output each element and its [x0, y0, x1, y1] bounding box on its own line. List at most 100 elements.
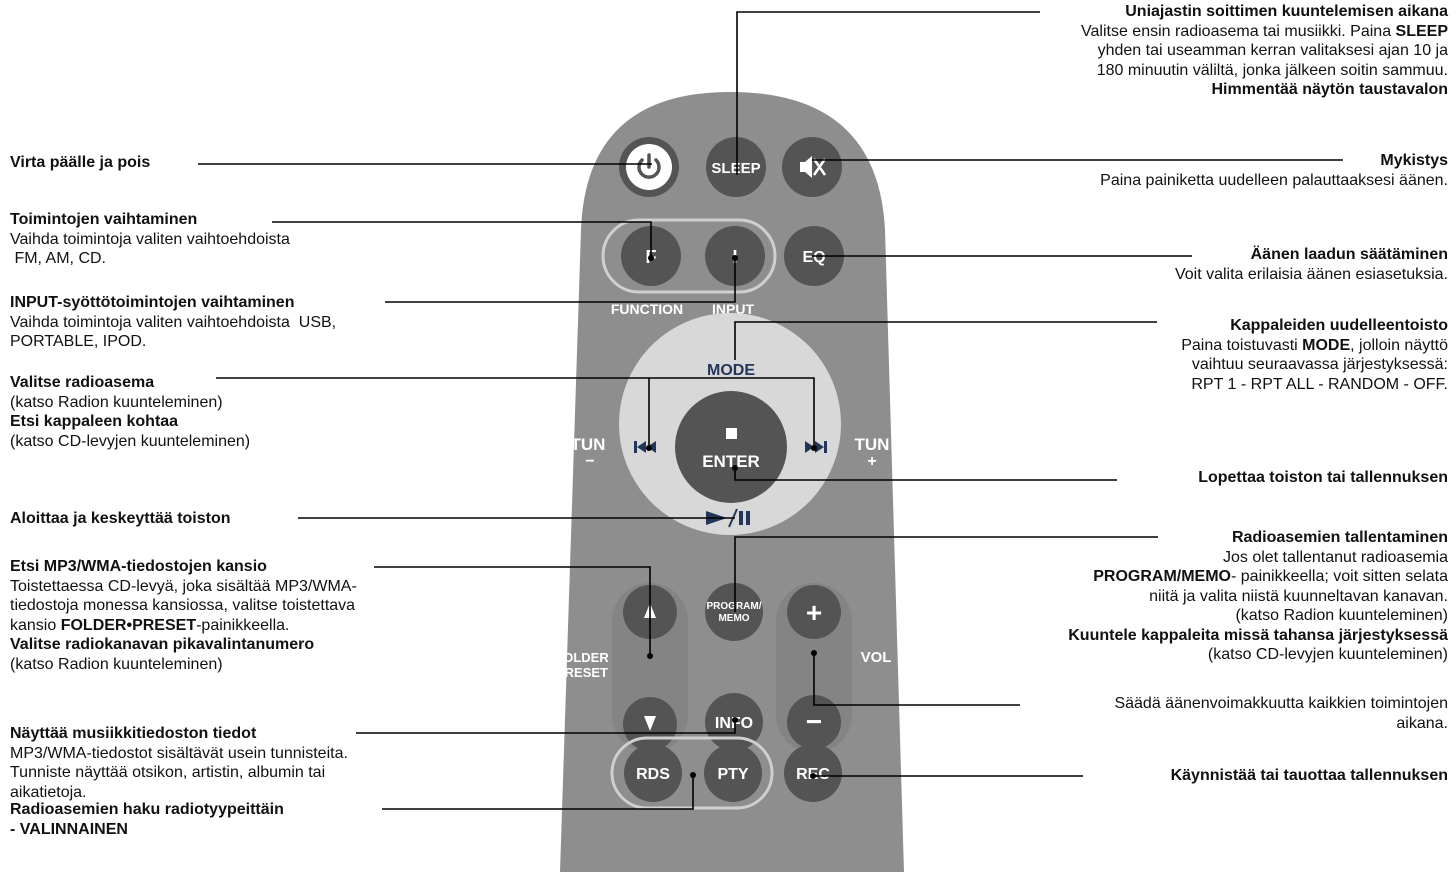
skip-next-icon — [805, 441, 827, 453]
annotation-eq-line1: Voit valita erilaisia äänen esiasetuksia… — [1174, 265, 1448, 283]
annotation-info-title: Näyttää musiikkitiedoston tiedot — [10, 725, 257, 742]
volume-up-button[interactable]: + — [787, 585, 841, 639]
annotation-info-line3: aikatietoja. — [10, 783, 87, 801]
program-memo-button[interactable]: PROGRAM/ MEMO — [705, 583, 763, 641]
annotation-mode-line1: Paina toistuvasti MODE, jolloin näyttö — [1181, 336, 1448, 354]
annotation-input-line1: Vaihda toimintoja valiten vaihtoehdoista… — [10, 313, 337, 331]
annotation-mode-line3: RPT 1 - RPT ALL - RANDOM - OFF. — [1191, 375, 1448, 393]
annotation-rec-title: Käynnistää tai tauottaa tallennuksen — [1170, 767, 1448, 784]
sleep-button[interactable]: SLEEP — [706, 137, 766, 197]
program-memo-label-1: PROGRAM/ — [707, 601, 762, 612]
annotation-folder-title2: Valitse radiokanavan pikavalintanumero — [10, 636, 315, 653]
annotation-mode-line2: vaihtuu seuraavassa järjestyksessä: — [1191, 356, 1448, 373]
pty-button[interactable]: PTY — [704, 744, 762, 802]
annotation-sleep: Uniajastin soittimen kuuntelemisen aikan… — [1081, 2, 1448, 100]
power-button[interactable] — [619, 137, 679, 197]
function-input-capsule — [601, 218, 777, 294]
annotation-folder-line3: kansio FOLDER•PRESET-painikkeella. — [10, 616, 290, 634]
annotation-info-line1: MP3/WMA-tiedostot sisältävät usein tunni… — [10, 744, 348, 762]
volume-down-button[interactable]: − — [787, 695, 841, 749]
leader-info — [356, 720, 736, 734]
leader-input — [385, 258, 736, 303]
annotation-program: Radioasemien tallentaminen Jos olet tall… — [1068, 528, 1448, 665]
annotation-stop: Lopettaa toiston tai tallennuksen — [1198, 468, 1448, 488]
leader-sleep — [736, 11, 1040, 175]
annotation-radio-station-line1: (katso Radion kuunteleminen) — [10, 393, 223, 411]
power-icon — [637, 153, 661, 179]
annotation-pty-title2: - VALINNAINEN — [10, 820, 128, 838]
leader-folder — [374, 566, 651, 656]
annotation-function-line1: Vaihda toimintoja valiten vaihtoehdoista — [10, 230, 290, 248]
tun-plus-label: TUN — [855, 435, 890, 454]
rds-button-label: RDS — [636, 766, 670, 783]
info-button-label: INFO — [715, 715, 753, 732]
annotation-radio-station: Valitse radioasema (katso Radion kuuntel… — [10, 373, 250, 451]
annotation-input-line2: PORTABLE, IPOD. — [10, 333, 147, 350]
annotation-mute-line1: Paina painiketta uudelleen palauttaakses… — [1100, 171, 1448, 189]
rds-pty-capsule — [610, 736, 774, 810]
annotation-program-line2: PROGRAM/MEMO- painikkeella; voit sitten … — [1093, 568, 1448, 585]
annotation-folder: Etsi MP3/WMA-tiedostojen kansio Toistett… — [10, 557, 357, 674]
tun-minus-label: TUN — [571, 435, 606, 454]
volume-label: VOL — [861, 649, 892, 666]
annotation-program-title2: Kuuntele kappaleita missä tahansa järjes… — [1068, 626, 1448, 644]
annotation-play-pause: Aloittaa ja keskeyttää toiston — [10, 509, 231, 529]
annotation-program-line5: (katso CD-levyjen kuunteleminen) — [1207, 646, 1448, 663]
annotation-eq-title: Äänen laadun säätäminen — [1250, 246, 1448, 263]
tun-minus-sign: − — [585, 453, 594, 470]
annotation-play-pause-title: Aloittaa ja keskeyttää toiston — [10, 510, 231, 527]
eq-button-label: EQ — [802, 249, 825, 266]
annotation-function-line2: FM, AM, CD. — [10, 250, 106, 267]
volume-down-label: − — [806, 706, 822, 737]
leader-stop — [734, 468, 1117, 481]
annotation-eq: Äänen laadun säätäminen Voit valita eril… — [1175, 245, 1448, 284]
mute-button[interactable] — [782, 137, 842, 197]
volume-up-label: + — [806, 597, 822, 628]
stop-icon — [726, 428, 737, 439]
annotation-volume-line2: aikana. — [1396, 714, 1448, 732]
annotation-input: INPUT-syöttötoimintojen vaihtaminen Vaih… — [10, 293, 336, 352]
function-label: FUNCTION — [611, 301, 683, 317]
leader-lines — [198, 11, 1343, 810]
annotation-sleep-title: Uniajastin soittimen kuuntelemisen aikan… — [1125, 3, 1448, 20]
leader-radio-station — [216, 377, 815, 448]
annotation-mute: Mykistys Paina painiketta uudelleen pala… — [1100, 151, 1448, 190]
annotation-sleep-title2: Himmentää näytön taustavalon — [1211, 81, 1449, 98]
annotation-info: Näyttää musiikkitiedoston tiedot MP3/WMA… — [10, 724, 348, 802]
tun-plus-sign: + — [867, 453, 876, 470]
annotation-sleep-line3: 180 minuutin väliltä, jonka jälkeen soit… — [1096, 61, 1448, 79]
annotation-mode-title: Kappaleiden uudelleentoisto — [1230, 317, 1448, 334]
enter-button-label: ENTER — [702, 452, 760, 471]
mode-label: MODE — [707, 362, 755, 379]
annotation-volume-line1: Säädä äänenvoimakkuutta kaikkien toimint… — [1114, 695, 1448, 712]
annotation-info-line2: Tunniste näyttää otsikon, artistin, albu… — [10, 764, 326, 781]
annotation-folder-line4: (katso Radion kuunteleminen) — [10, 655, 223, 673]
triangle-down-icon — [644, 716, 656, 731]
annotation-pty-title: Radioasemien haku radiotyypeittäin — [10, 801, 284, 818]
annotation-volume: Säädä äänenvoimakkuutta kaikkien toimint… — [1114, 694, 1448, 733]
leader-program — [734, 536, 1158, 612]
annotation-power-title: Virta päälle ja pois — [10, 154, 151, 171]
annotation-sleep-line2: yhden tai useamman kerran valitaksesi aj… — [1097, 42, 1448, 59]
rds-button[interactable]: RDS — [624, 744, 682, 802]
enter-button[interactable]: ENTER — [675, 391, 787, 503]
annotation-function-title: Toimintojen vaihtaminen — [10, 211, 198, 228]
annotation-program-line4: (katso Radion kuunteleminen) — [1235, 607, 1448, 624]
leader-volume — [813, 653, 1020, 706]
input-label: INPUT — [712, 301, 754, 317]
annotation-power: Virta päälle ja pois — [10, 153, 150, 173]
annotation-radio-station-title: Valitse radioasema — [10, 374, 155, 391]
annotation-program-line3: niitä ja valita niistä kuunneltavan kana… — [1149, 587, 1448, 605]
annotation-input-title: INPUT-syöttötoimintojen vaihtaminen — [10, 294, 295, 311]
annotation-function: Toimintojen vaihtaminen Vaihda toimintoj… — [10, 210, 290, 269]
annotation-radio-station-title2: Etsi kappaleen kohtaa — [10, 413, 179, 430]
next-button[interactable] — [805, 441, 827, 453]
folder-label: FOLDER — [555, 650, 609, 665]
annotation-stop-title: Lopettaa toiston tai tallennuksen — [1198, 469, 1448, 486]
annotation-folder-line1: Toistettaessa CD-levyä, joka sisältää MP… — [10, 577, 357, 595]
program-memo-label-2: MEMO — [718, 613, 749, 624]
mute-icon — [800, 156, 827, 178]
annotation-rec: Käynnistää tai tauottaa tallennuksen — [1171, 766, 1448, 786]
